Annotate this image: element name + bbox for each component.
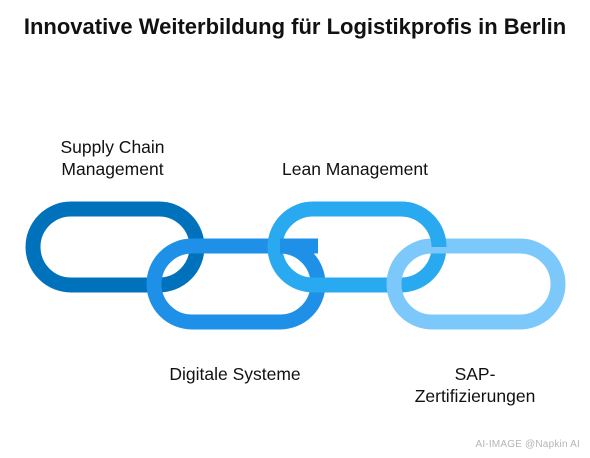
chain-link-lean-management-overlap xyxy=(400,201,447,248)
watermark: AI-IMAGE @Napkin AI xyxy=(475,439,580,450)
label-lean-management: Lean Management xyxy=(282,159,428,179)
diagram-title: Innovative Weiterbildung für Logistikpro… xyxy=(23,14,567,39)
chain-link-sap xyxy=(386,238,566,330)
label-sap: SAP-Zertifizierungen xyxy=(414,364,536,406)
label-digitale-systeme: Digitale Systeme xyxy=(169,364,301,384)
